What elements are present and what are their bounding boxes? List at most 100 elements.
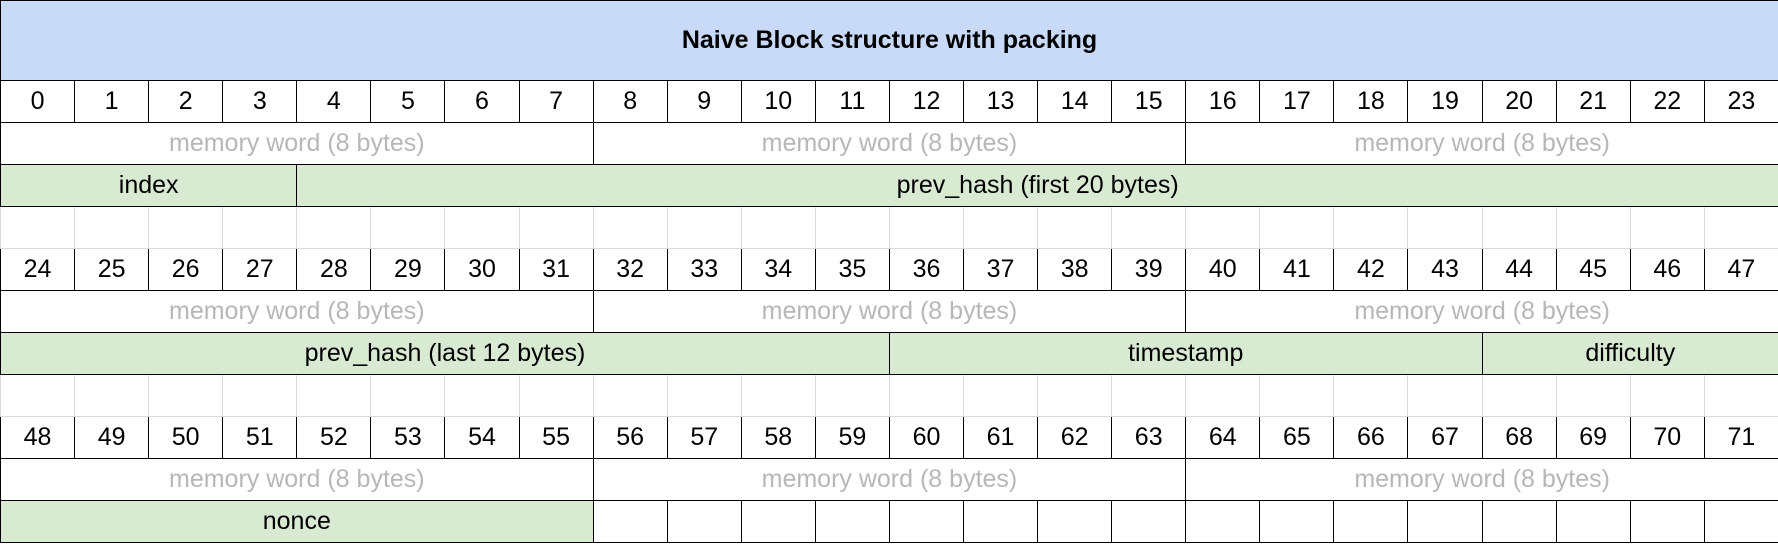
field-cell: prev_hash (first 20 bytes) <box>296 164 1778 207</box>
byte-offset-cell: 67 <box>1407 416 1483 459</box>
byte-offset-cell: 4 <box>296 80 372 123</box>
byte-offset-cell: 19 <box>1407 80 1483 123</box>
title-row: Naive Block structure with packing <box>0 0 1778 81</box>
empty-cell <box>1037 374 1113 417</box>
empty-cell <box>888 500 965 543</box>
byte-offset-cell: 3 <box>222 80 298 123</box>
byte-offset-cell: 63 <box>1111 416 1187 459</box>
empty-cell <box>222 206 298 249</box>
byte-offset-cell: 25 <box>74 248 150 291</box>
byte-offset-cell: 37 <box>963 248 1039 291</box>
empty-cell <box>888 374 965 417</box>
byte-offset-cell: 0 <box>0 80 76 123</box>
byte-offset-cell: 68 <box>1481 416 1557 459</box>
empty-cell <box>74 374 150 417</box>
byte-offset-cell: 30 <box>444 248 520 291</box>
empty-cell <box>1111 500 1187 543</box>
byte-offset-cell: 27 <box>222 248 298 291</box>
empty-cell <box>1481 206 1557 249</box>
empty-cell <box>814 206 890 249</box>
empty-cell <box>222 374 298 417</box>
empty-cell <box>1037 206 1113 249</box>
empty-cell <box>518 374 594 417</box>
empty-cell <box>518 206 594 249</box>
byte-offset-cell: 42 <box>1333 248 1409 291</box>
byte-offset-cell: 8 <box>592 80 668 123</box>
empty-cell <box>963 500 1039 543</box>
empty-cell <box>740 500 816 543</box>
byte-offset-cell: 33 <box>666 248 742 291</box>
byte-offset-cell: 40 <box>1185 248 1261 291</box>
byte-offset-cell: 57 <box>666 416 742 459</box>
empty-cell <box>148 206 224 249</box>
memory-word-row: memory word (8 bytes)memory word (8 byte… <box>0 458 1778 501</box>
byte-offset-cell: 41 <box>1259 248 1335 291</box>
empty-cell <box>370 374 446 417</box>
empty-cell <box>1185 500 1261 543</box>
byte-offset-cell: 43 <box>1407 248 1483 291</box>
empty-cell <box>1555 500 1631 543</box>
empty-cell <box>740 206 816 249</box>
empty-cell <box>296 206 372 249</box>
memory-word-row: memory word (8 bytes)memory word (8 byte… <box>0 122 1778 165</box>
byte-offset-cell: 44 <box>1481 248 1557 291</box>
byte-offset-cell: 29 <box>370 248 446 291</box>
empty-cell <box>1185 206 1261 249</box>
byte-offset-cell: 47 <box>1703 248 1778 291</box>
byte-offset-cell: 62 <box>1037 416 1113 459</box>
empty-cell <box>1111 206 1187 249</box>
byte-offset-cell: 16 <box>1185 80 1261 123</box>
empty-cell <box>1629 500 1705 543</box>
byte-offset-cell: 55 <box>518 416 594 459</box>
byte-offset-cell: 2 <box>148 80 224 123</box>
byte-offset-cell: 34 <box>740 248 816 291</box>
byte-offset-cell: 1 <box>74 80 150 123</box>
byte-offset-cell: 59 <box>814 416 890 459</box>
empty-cell <box>1703 206 1778 249</box>
memory-word-cell: memory word (8 bytes) <box>0 458 594 501</box>
empty-cell <box>1629 206 1705 249</box>
empty-cell <box>666 206 742 249</box>
empty-cell <box>444 206 520 249</box>
byte-offset-cell: 6 <box>444 80 520 123</box>
byte-offset-cell: 53 <box>370 416 446 459</box>
empty-cell <box>592 374 668 417</box>
byte-offset-cell: 48 <box>0 416 76 459</box>
empty-cell <box>666 374 742 417</box>
empty-cell <box>666 500 742 543</box>
byte-offset-cell: 65 <box>1259 416 1335 459</box>
byte-offset-cell: 20 <box>1481 80 1557 123</box>
empty-cell <box>1407 374 1483 417</box>
empty-cell <box>963 206 1039 249</box>
empty-cell <box>0 374 76 417</box>
memory-word-cell: memory word (8 bytes) <box>592 290 1187 333</box>
empty-cell <box>1333 206 1409 249</box>
byte-offset-cell: 39 <box>1111 248 1187 291</box>
byte-offset-cell: 60 <box>888 416 965 459</box>
empty-cell <box>740 374 816 417</box>
empty-cell <box>814 500 890 543</box>
field-row: nonce <box>0 500 1778 543</box>
byte-offset-cell: 46 <box>1629 248 1705 291</box>
byte-offset-cell: 69 <box>1555 416 1631 459</box>
byte-offset-cell: 17 <box>1259 80 1335 123</box>
byte-offset-cell: 22 <box>1629 80 1705 123</box>
empty-cell <box>1555 206 1631 249</box>
memory-word-cell: memory word (8 bytes) <box>592 122 1187 165</box>
byte-offset-cell: 23 <box>1703 80 1778 123</box>
byte-offset-cell: 14 <box>1037 80 1113 123</box>
memory-word-cell: memory word (8 bytes) <box>592 458 1187 501</box>
memory-word-row: memory word (8 bytes)memory word (8 byte… <box>0 290 1778 333</box>
memory-word-cell: memory word (8 bytes) <box>1185 122 1778 165</box>
empty-cell <box>963 374 1039 417</box>
byte-offset-cell: 54 <box>444 416 520 459</box>
byte-offset-cell: 49 <box>74 416 150 459</box>
empty-cell <box>592 206 668 249</box>
field-cell: index <box>0 164 298 207</box>
empty-cell <box>1259 374 1335 417</box>
spacer-row <box>0 374 1778 417</box>
byte-offset-cell: 45 <box>1555 248 1631 291</box>
